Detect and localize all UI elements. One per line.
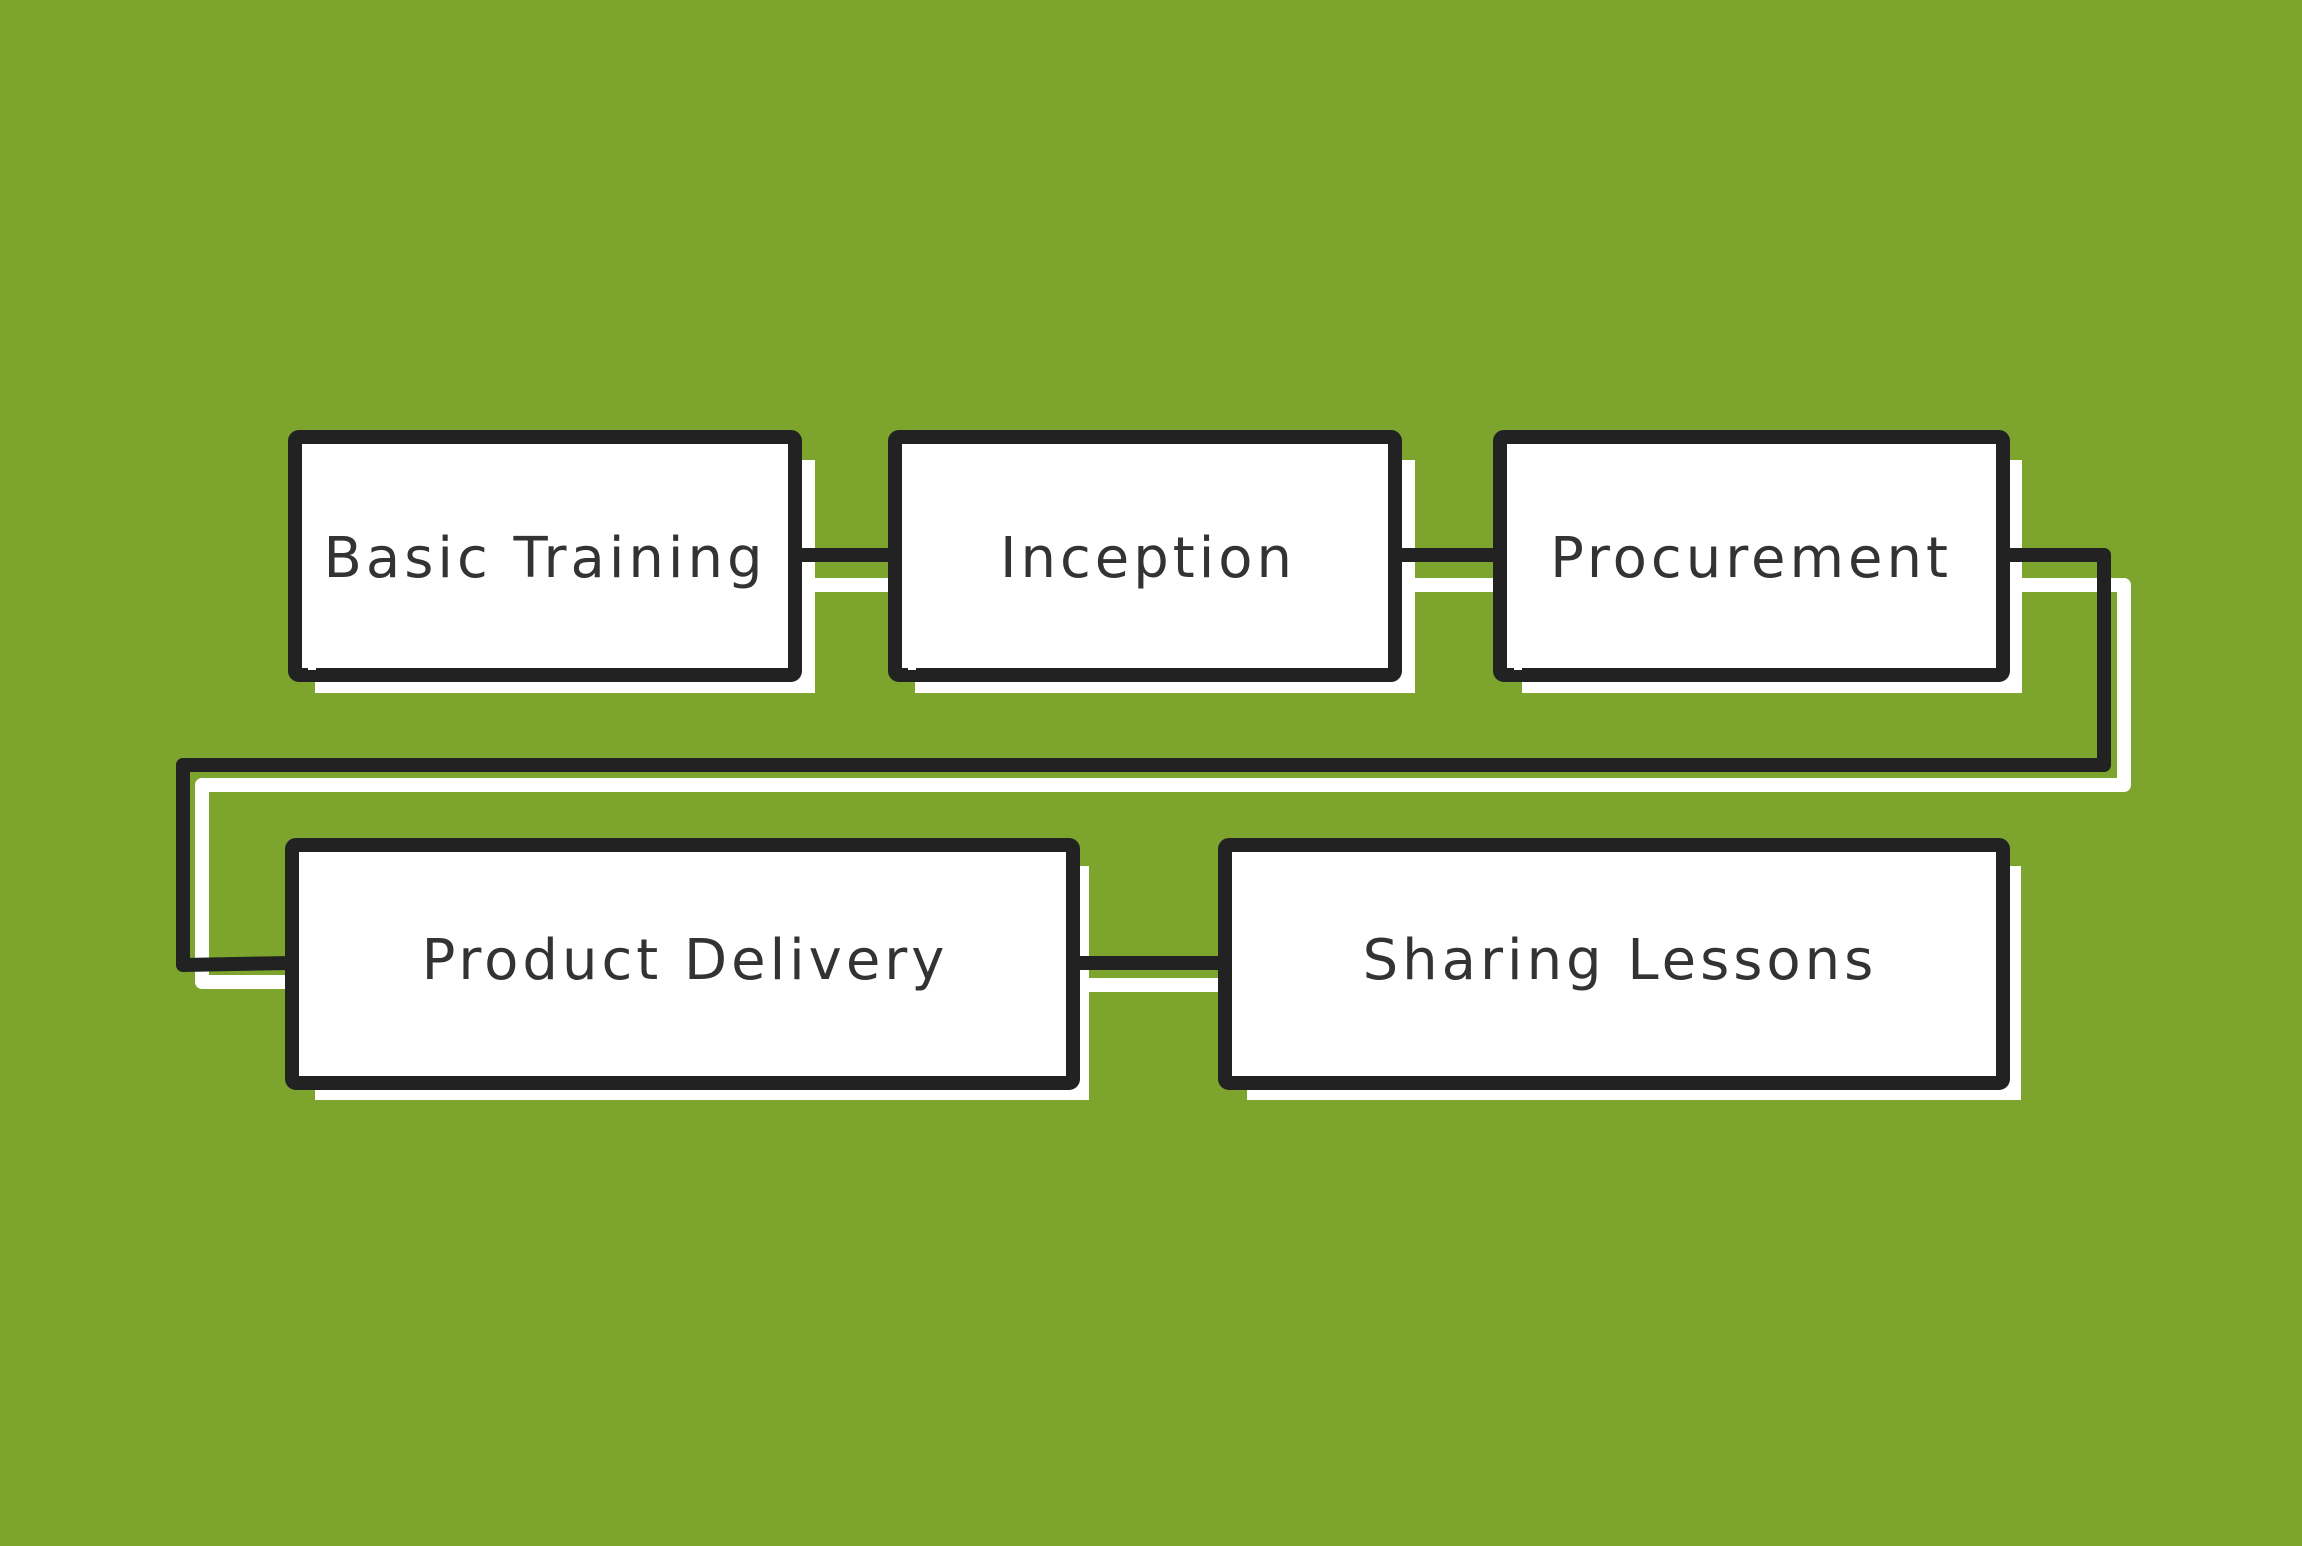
accent-sharing-lessons [1239,866,1247,1076]
step-label-sharing-lessons: Sharing Lessons [1363,928,1878,993]
box-procurement [1493,430,2010,682]
step-label-basic-training: Basic Training [323,526,766,591]
accent-product-delivery [306,866,314,1076]
boxes [285,430,2010,1090]
inner-accents [306,460,1522,1076]
box-inception [888,430,1402,682]
accent-basic-training [308,460,316,670]
connector-procurement-product-delivery [176,548,2111,972]
step-label-procurement: Procurement [1550,526,1952,591]
box-product-delivery [285,838,1080,1090]
box-basic-training [288,430,802,682]
accent-procurement [1514,460,1522,670]
box-sharing-lessons [1218,838,2010,1090]
accent-inception [908,460,916,670]
step-label-product-delivery: Product Delivery [422,928,949,993]
labels: Basic Training Inception Procurement Pro… [323,526,1952,993]
connectors [176,548,2111,972]
step-label-inception: Inception [1000,526,1296,591]
